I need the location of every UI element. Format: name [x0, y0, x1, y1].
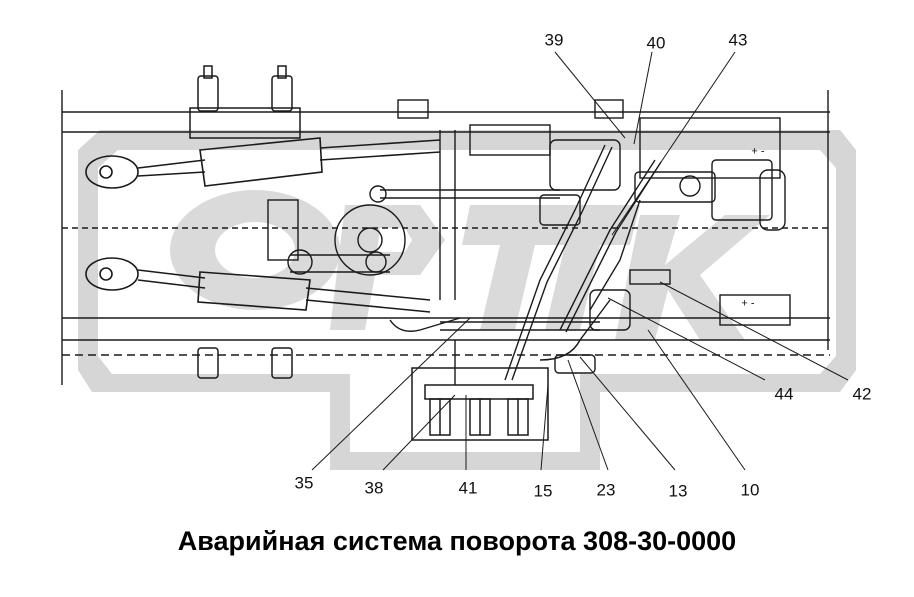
- callout-13: 13: [668, 481, 688, 501]
- pump-block: [411, 367, 549, 441]
- callout-10: 10: [740, 480, 760, 500]
- top-mounts: [189, 65, 301, 379]
- callout-43: 43: [728, 30, 748, 50]
- watermark-logo: [78, 130, 856, 470]
- steering-cylinder-upper: [85, 137, 441, 189]
- callout-42: 42: [852, 384, 872, 404]
- steering-cylinder-lower: [85, 257, 431, 313]
- callout-15: 15: [533, 481, 553, 501]
- callout-44: 44: [774, 384, 794, 404]
- diagram-title: Аварийная система поворота 308-30-0000: [177, 526, 737, 556]
- callout-23: 23: [596, 480, 616, 500]
- terminal-sign-upper: + -: [751, 145, 765, 158]
- callout-39: 39: [544, 30, 564, 50]
- terminal-sign-lower: + -: [741, 297, 755, 310]
- hydraulic-lines: [389, 144, 662, 385]
- callout-38: 38: [364, 478, 384, 498]
- callout-41: 41: [458, 478, 478, 498]
- leader-lines: [311, 51, 849, 471]
- callout-35: 35: [294, 473, 314, 493]
- steering-linkage: [267, 99, 624, 300]
- callout-40: 40: [646, 33, 666, 53]
